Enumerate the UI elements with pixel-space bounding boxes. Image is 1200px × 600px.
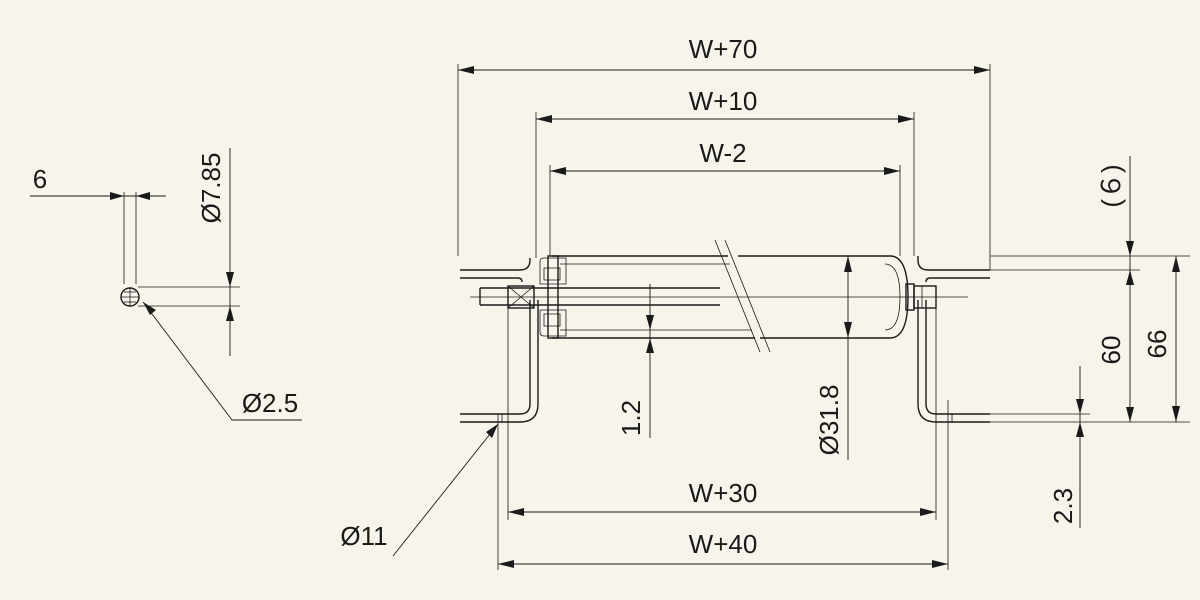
label-dia-11: Ø11: [340, 521, 387, 551]
dimension-labels: W+70 W+10 W-2 W+30 W+40 6 Ø7.85 Ø2.5 Ø11…: [33, 34, 1172, 559]
label-plate-2-3: 2.3: [1048, 488, 1078, 524]
main-dimensions: [392, 64, 1190, 568]
roller-tube: [539, 239, 909, 353]
label-w-plus-10: W+10: [689, 86, 758, 116]
label-height-60: 60: [1096, 336, 1126, 365]
label-w-minus-2: W-2: [699, 138, 746, 168]
right-bracket: [917, 256, 990, 570]
label-wall-1-2: 1.2: [616, 400, 646, 436]
label-dia-7-85: Ø7.85: [196, 153, 226, 224]
roller-assembly: [460, 239, 990, 570]
label-dia-2-5: Ø2.5: [242, 388, 298, 418]
left-bracket: [460, 258, 539, 570]
label-height-66: 66: [1142, 330, 1172, 359]
label-shaft-gap-6: 6: [33, 164, 47, 194]
label-w-plus-40: W+40: [689, 529, 758, 559]
shaft: [470, 283, 968, 311]
label-top-gap-6: (６): [1096, 164, 1126, 207]
label-dia-31-8: Ø31.8: [814, 385, 844, 456]
label-w-plus-70: W+70: [689, 34, 758, 64]
shaft-end-detail: [30, 148, 302, 421]
label-w-plus-30: W+30: [689, 478, 758, 508]
